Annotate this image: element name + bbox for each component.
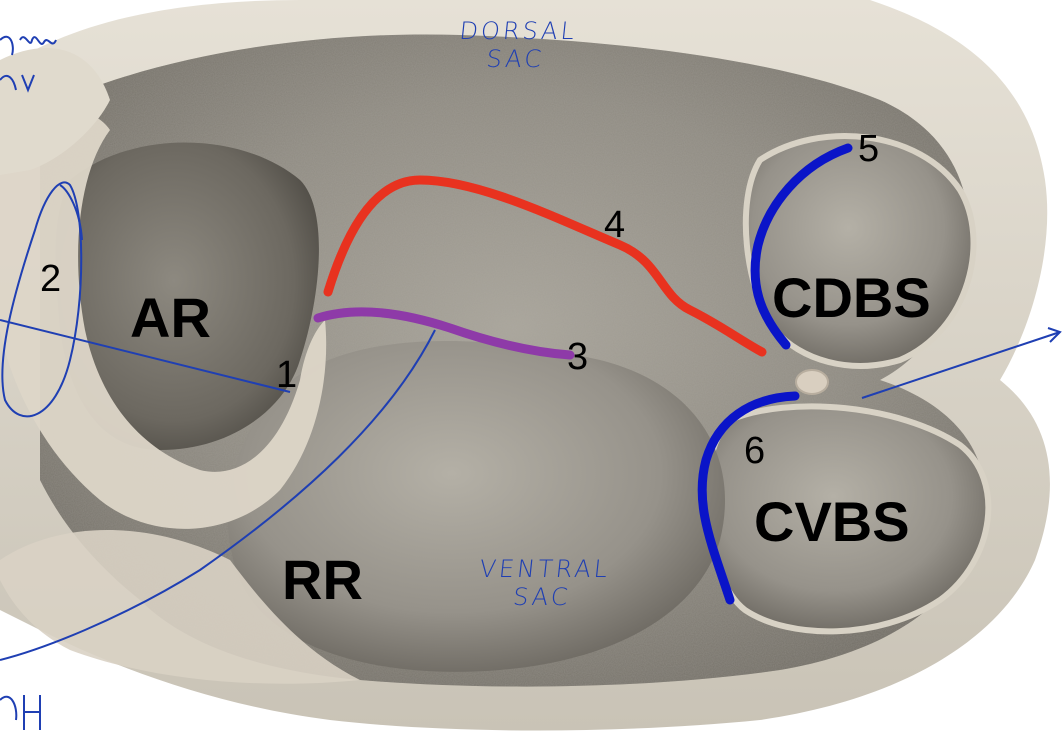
ventral-sac-annotation: VENTRAL SAC xyxy=(475,555,612,611)
pillar-line-3 xyxy=(313,307,575,360)
number-4: 4 xyxy=(604,204,626,246)
junction-orifice xyxy=(795,369,829,395)
label-cdbs: CDBS xyxy=(772,266,931,329)
dorsal-sac-line-1: DORSAL xyxy=(458,17,579,45)
number-2: 2 xyxy=(40,258,62,300)
handwriting-fragment-bottom-left xyxy=(0,695,41,730)
ventral-fold xyxy=(0,530,360,684)
dorsal-sac-line-2: SAC xyxy=(485,44,546,73)
outline-region-2 xyxy=(1,181,83,418)
leader-line-3 xyxy=(0,329,436,661)
number-6: 6 xyxy=(744,430,766,472)
number-1: 1 xyxy=(276,354,298,396)
leader-line-1 xyxy=(0,319,291,393)
ventral-sac-line-1: VENTRAL xyxy=(478,555,612,583)
cranial-pillar-fold xyxy=(0,111,327,529)
handwriting-fragment-top-left xyxy=(0,35,57,93)
label-cvbs: CVBS xyxy=(754,490,910,553)
pillar-line-5 xyxy=(750,143,853,350)
pillar-line-6 xyxy=(697,391,800,605)
number-5: 5 xyxy=(858,128,880,170)
label-ar: AR xyxy=(130,286,211,349)
pillar-line-4 xyxy=(323,175,767,357)
label-rr: RR xyxy=(282,548,363,611)
arrow-head-right xyxy=(1047,327,1062,343)
ventral-sac xyxy=(227,340,725,672)
number-3: 3 xyxy=(567,336,589,378)
ventral-sac-line-2: SAC xyxy=(511,582,573,611)
dorsal-left-fold xyxy=(0,48,110,175)
dorsal-sac-annotation: DORSAL SAC xyxy=(455,17,579,73)
atrium-lobe xyxy=(55,142,319,450)
leader-line-right xyxy=(861,331,1061,399)
